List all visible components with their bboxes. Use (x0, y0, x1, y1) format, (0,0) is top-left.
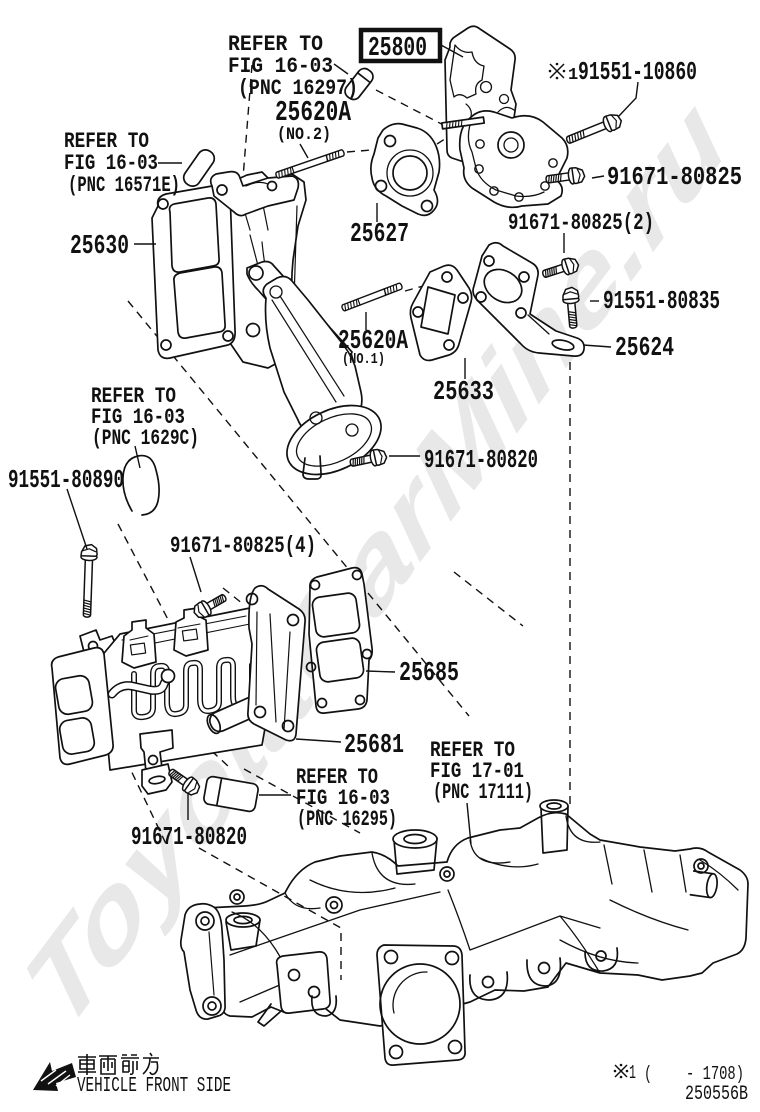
svg-text:(NO.2): (NO.2) (277, 125, 331, 145)
svg-text:25627: 25627 (350, 220, 409, 250)
svg-text:250556B: 250556B (685, 1083, 748, 1106)
svg-text:REFER TO: REFER TO (296, 764, 378, 790)
svg-text:25620A: 25620A (275, 96, 351, 129)
svg-text:91671-80825: 91671-80825 (607, 163, 742, 192)
svg-text:FIG 17-01: FIG 17-01 (430, 758, 524, 784)
svg-text:25681: 25681 (344, 731, 404, 761)
svg-text:(PNC 1629C): (PNC 1629C) (92, 425, 199, 451)
svg-text:REFER TO: REFER TO (430, 737, 515, 763)
svg-text:VEHICLE FRONT SIDE: VEHICLE FRONT SIDE (77, 1075, 231, 1098)
svg-text:(PNC 16571E): (PNC 16571E) (68, 172, 180, 198)
svg-text:- 1708): - 1708) (686, 1063, 744, 1085)
svg-text:91671-80825(2): 91671-80825(2) (508, 210, 654, 237)
svg-text:1: 1 (568, 66, 578, 85)
svg-text:25620A: 25620A (338, 327, 409, 357)
svg-text:(PNC 16297): (PNC 16297) (238, 75, 358, 101)
svg-text:25633: 25633 (433, 378, 494, 408)
svg-text:91671-80820: 91671-80820 (131, 823, 247, 852)
svg-text:91551-80835: 91551-80835 (603, 287, 720, 316)
svg-text:25685: 25685 (399, 659, 459, 689)
svg-text:91671-80820: 91671-80820 (424, 446, 538, 475)
svg-text:REFER TO: REFER TO (64, 128, 149, 154)
svg-text:(NO.1): (NO.1) (342, 352, 385, 368)
svg-text:FIG 16-03: FIG 16-03 (64, 150, 158, 176)
svg-text:91551-10860: 91551-10860 (578, 58, 697, 87)
svg-text:25624: 25624 (615, 334, 674, 364)
svg-text:REFER TO: REFER TO (228, 31, 323, 57)
svg-text:91551-80890: 91551-80890 (8, 466, 124, 495)
svg-text:REFER TO: REFER TO (91, 383, 176, 409)
svg-text:(PNC 17111): (PNC 17111) (433, 779, 533, 805)
svg-text:(: ( (644, 1063, 652, 1085)
svg-text:FIG 16-03: FIG 16-03 (91, 404, 185, 430)
svg-text:91671-80825(4): 91671-80825(4) (170, 533, 316, 560)
svg-text:1: 1 (629, 1062, 636, 1084)
svg-text:(PNC 16295): (PNC 16295) (297, 806, 397, 832)
svg-text:FIG 16-03: FIG 16-03 (296, 785, 390, 811)
svg-text:FIG 16-03: FIG 16-03 (228, 53, 333, 79)
svg-text:25630: 25630 (70, 232, 129, 262)
